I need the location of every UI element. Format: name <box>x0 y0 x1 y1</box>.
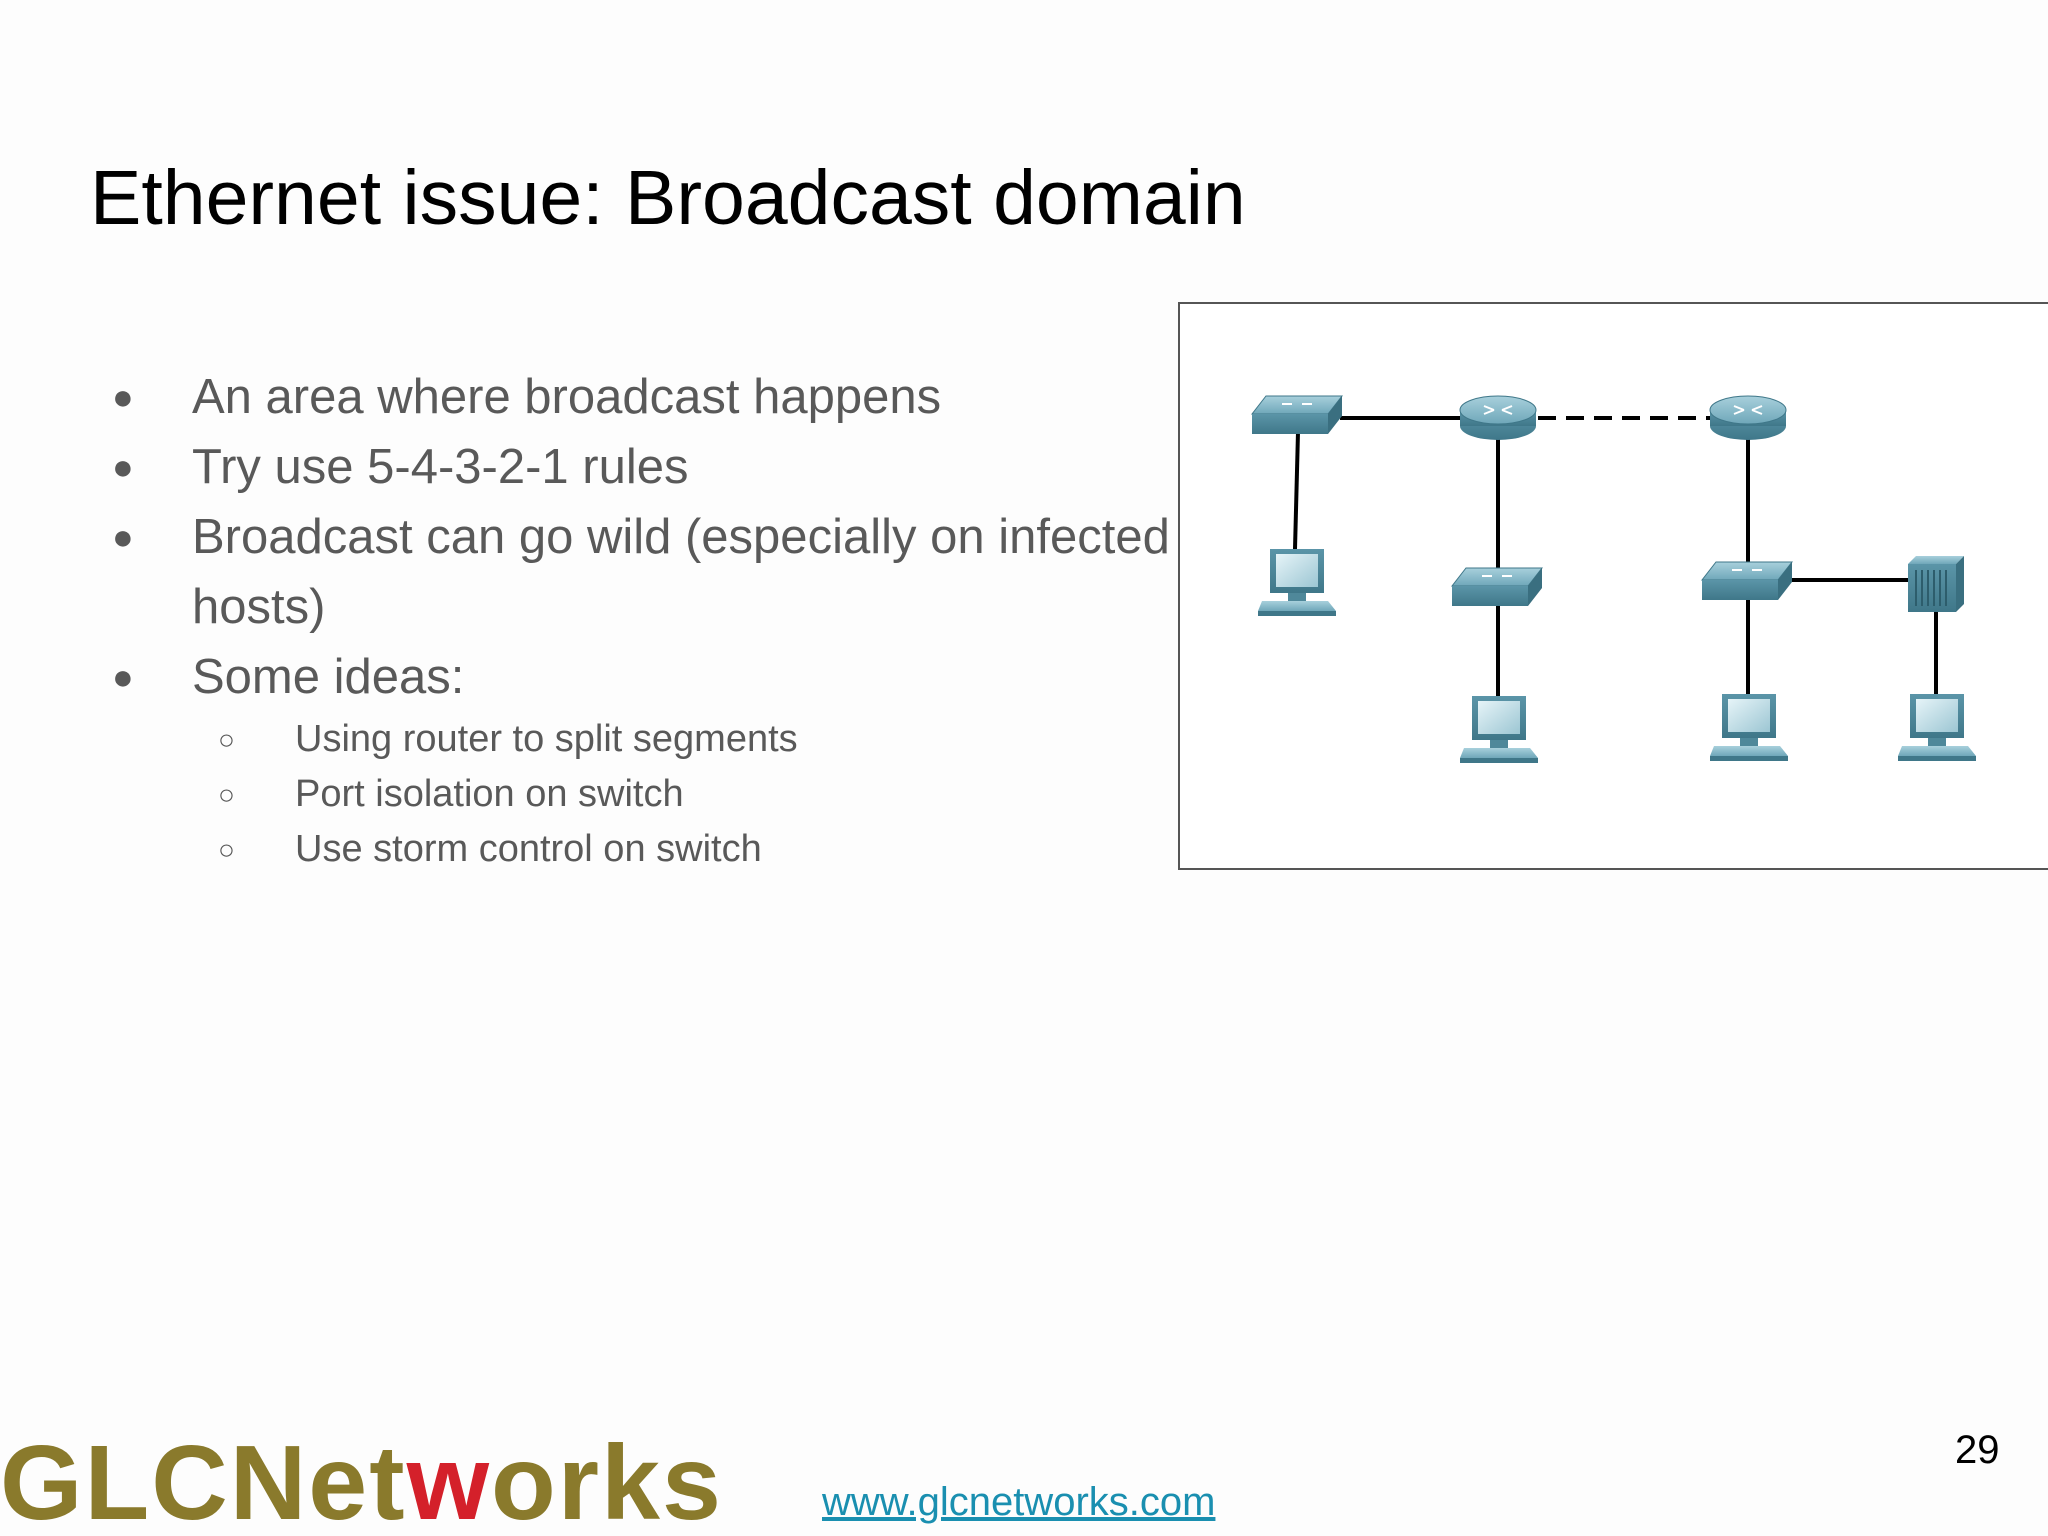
logo-text-part3: orks <box>491 1424 723 1536</box>
router-icon <box>1459 395 1537 440</box>
bullet-item: ● Some ideas: <box>100 642 1180 712</box>
switch-icon <box>1450 567 1544 606</box>
sub-bullet-circle-icon: ○ <box>218 834 235 865</box>
sub-bullet-circle-icon: ○ <box>218 724 235 755</box>
slide-title: Ethernet issue: Broadcast domain <box>90 155 1246 241</box>
sub-bullet-item: ○ Port isolation on switch <box>100 767 1180 822</box>
router-icon <box>1709 395 1787 440</box>
link-switch1-pc1 <box>1293 431 1300 550</box>
sub-bullet-text: Using router to split segments <box>295 718 798 760</box>
website-link[interactable]: www.glcnetworks.com <box>822 1480 1216 1524</box>
bullet-dot-icon: ● <box>112 446 134 487</box>
switch-icon <box>1250 395 1344 434</box>
sub-bullet-item: ○ Use storm control on switch <box>100 822 1180 877</box>
sub-bullet-text: Port isolation on switch <box>295 773 684 815</box>
bullet-dot-icon: ● <box>112 516 134 557</box>
pc-icon <box>1898 694 1976 761</box>
bullet-dot-icon: ● <box>112 656 134 697</box>
bullet-text: Broadcast can go wild (especially on inf… <box>192 510 1170 634</box>
bullet-item: ● Try use 5-4-3-2-1 rules <box>100 432 1180 502</box>
bullet-item: ● An area where broadcast happens <box>100 362 1180 432</box>
sub-bullet-circle-icon: ○ <box>218 779 235 810</box>
logo-text-part2: w <box>406 1424 492 1536</box>
switch-icon <box>1700 561 1794 600</box>
server-icon <box>1908 556 1964 612</box>
network-diagram <box>1178 302 2048 870</box>
logo-text-part1: GLCNet <box>0 1424 407 1536</box>
bullet-text: An area where broadcast happens <box>192 370 942 424</box>
pc-icon <box>1258 549 1336 616</box>
bullet-text: Some ideas: <box>192 650 465 704</box>
glcnetworks-logo: GLCNetworks <box>0 1430 723 1536</box>
page-number: 29 <box>1955 1428 2000 1472</box>
network-diagram-svg <box>1250 395 1976 763</box>
pc-icon <box>1710 694 1788 761</box>
network-links <box>1293 416 1938 696</box>
pc-icon <box>1460 696 1538 763</box>
sub-bullet-item: ○ Using router to split segments <box>100 712 1180 767</box>
bullet-text: Try use 5-4-3-2-1 rules <box>192 440 689 494</box>
bullet-dot-icon: ● <box>112 376 134 417</box>
bullet-item: ● Broadcast can go wild (especially on i… <box>100 502 1180 642</box>
bullet-list: ● An area where broadcast happens ● Try … <box>100 362 1180 902</box>
sub-bullet-text: Use storm control on switch <box>295 828 762 870</box>
